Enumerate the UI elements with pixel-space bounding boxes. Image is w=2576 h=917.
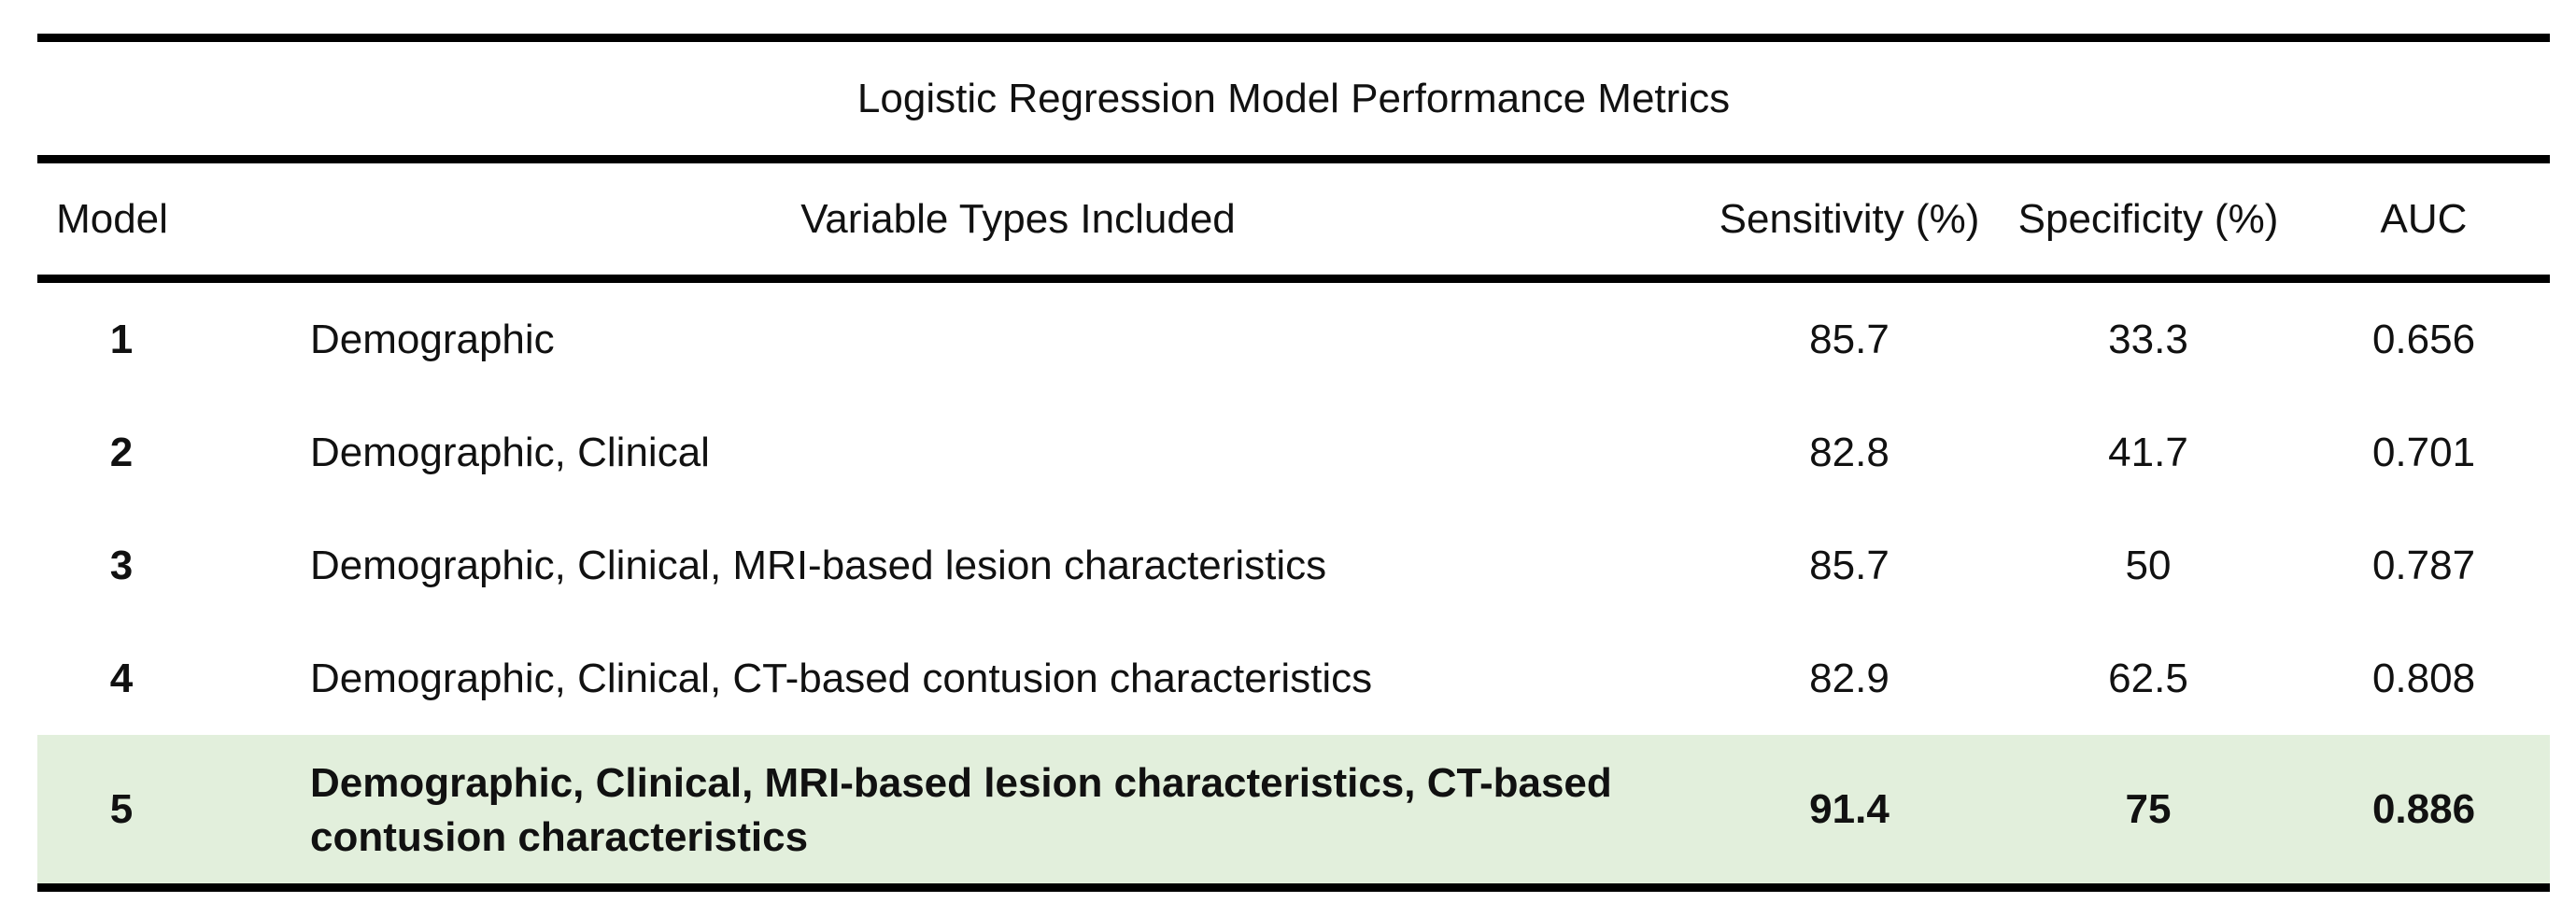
header-specificity: Specificity (%) [2017, 195, 2279, 242]
table-row: 3 Demographic, Clinical, MRI-based lesio… [37, 509, 2550, 622]
model-number: 4 [109, 655, 134, 701]
sensitivity-value: 82.9 [1809, 655, 1890, 701]
variable-types: Demographic [310, 316, 555, 362]
highlighted-row: 5 Demographic, Clinical, MRI-based lesio… [37, 735, 2550, 883]
sensitivity-value: 85.7 [1809, 316, 1890, 362]
variable-types: Demographic, Clinical, MRI-based lesion … [262, 755, 1700, 865]
variable-types-line-2: contusion characteristics [310, 813, 809, 860]
specificity-value: 50 [2125, 542, 2172, 588]
variable-types-line-1: Demographic, Clinical, MRI-based lesion … [310, 759, 1612, 806]
model-number: 1 [109, 316, 134, 362]
sensitivity-value: 91.4 [1809, 785, 1890, 832]
top-rule [37, 34, 2550, 42]
specificity-value: 62.5 [2108, 655, 2188, 701]
sensitivity-value: 82.8 [1809, 429, 1890, 475]
header-model: Model [56, 195, 168, 242]
header-auc: AUC [2380, 195, 2468, 242]
variable-types: Demographic, Clinical, CT-based contusio… [310, 655, 1373, 701]
model-number: 3 [109, 542, 134, 588]
table-row: 2 Demographic, Clinical 82.8 41.7 0.701 [37, 396, 2550, 509]
auc-value: 0.701 [2371, 429, 2476, 475]
performance-table: Logistic Regression Model Performance Me… [37, 34, 2550, 892]
sensitivity-value: 85.7 [1809, 542, 1890, 588]
specificity-value: 33.3 [2108, 316, 2188, 362]
table-row: 1 Demographic 85.7 33.3 0.656 [37, 283, 2550, 396]
model-number: 5 [109, 785, 134, 832]
auc-value: 0.886 [2371, 785, 2476, 832]
header-sensitivity: Sensitivity (%) [1719, 195, 1980, 242]
auc-value: 0.656 [2371, 316, 2476, 362]
caption-rule [37, 155, 2550, 163]
header-row: Model Variable Types Included Sensitivit… [37, 163, 2550, 275]
header-variables: Variable Types Included [800, 195, 1236, 242]
variable-types: Demographic, Clinical, MRI-based lesion … [310, 542, 1327, 588]
bottom-rule [37, 883, 2550, 892]
auc-value: 0.808 [2371, 655, 2476, 701]
model-number: 2 [109, 429, 134, 475]
table-row: 4 Demographic, Clinical, CT-based contus… [37, 622, 2550, 735]
variable-types: Demographic, Clinical [310, 429, 710, 475]
specificity-value: 41.7 [2108, 429, 2188, 475]
specificity-value: 75 [2125, 785, 2172, 832]
table-caption: Logistic Regression Model Performance Me… [856, 75, 1731, 121]
header-rule [37, 275, 2550, 283]
auc-value: 0.787 [2371, 542, 2476, 588]
